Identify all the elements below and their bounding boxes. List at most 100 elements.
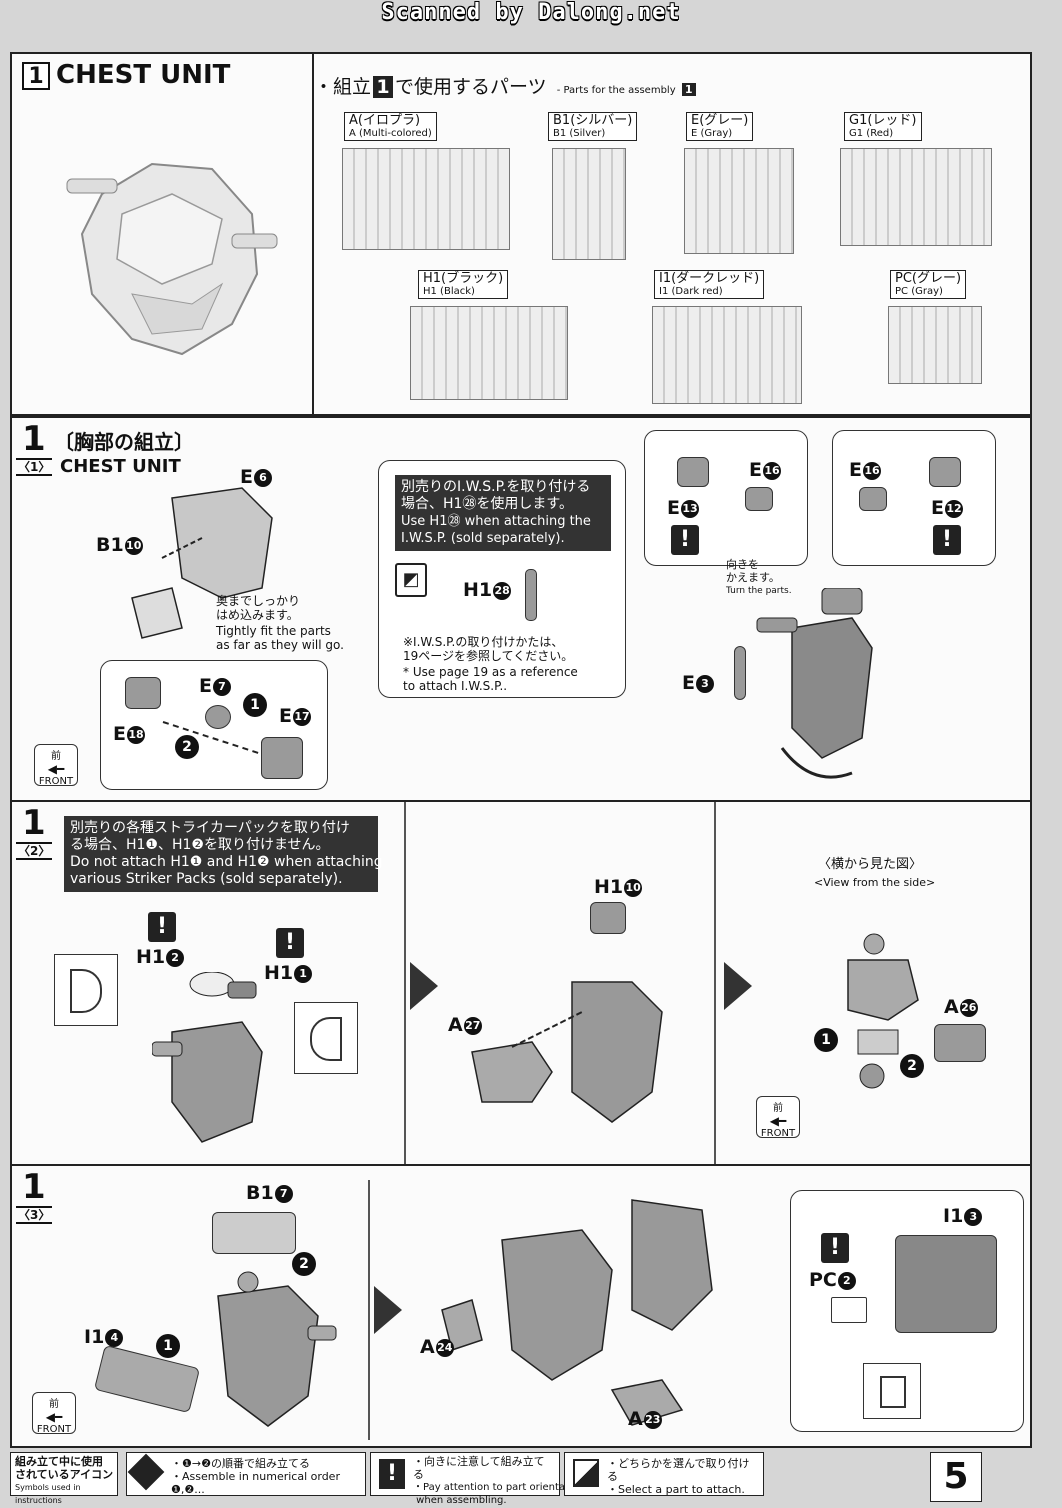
part-pc2-image	[831, 1297, 867, 1323]
part-h1-10-image	[590, 902, 626, 934]
substep-number: 〈2〉	[16, 842, 53, 860]
runner-label-e: E(グレー)E (Gray)	[686, 112, 754, 141]
turn-note-jp: 向きを かえます。	[726, 558, 780, 584]
order-1-icon: 1	[156, 1334, 180, 1358]
iwsp-notice-jp: 別売りのI.W.S.P.を取り付ける 場合、H1㉘を使用します。	[401, 479, 591, 512]
fit-note-en: Tightly fit the parts as far as they wil…	[216, 624, 344, 652]
iwsp-notice-en: Use H1㉘ when attaching the I.W.S.P. (sol…	[401, 514, 591, 546]
legend-item-select-jp: ・どちらかを選んで取り付ける	[607, 1457, 750, 1483]
runner-label-g1: G1(レッド)G1 (Red)	[844, 112, 922, 141]
legend-item-order-en: ・Assemble in numerical order ❶,❷...	[171, 1470, 340, 1496]
front-arrow-icon: ◀━	[47, 762, 65, 776]
order-diamond-icon	[127, 1453, 165, 1491]
orientation-warning-icon: !	[148, 912, 176, 942]
column-divider	[368, 1180, 370, 1440]
detail-h1-1-shape	[294, 1002, 358, 1074]
part-i1-4-image	[93, 1344, 201, 1414]
section-step-number: 1	[22, 62, 50, 90]
legend-title: 組み立て中に使用 されているアイコン Symbols used in instr…	[10, 1452, 118, 1505]
runner-g1-image	[840, 148, 992, 246]
striker-notice-en: Do not attach H1❶ and H1❷ when attaching…	[70, 854, 383, 887]
part-e16-b-image	[859, 487, 887, 511]
legend-title-en: Symbols used in instructions	[15, 1483, 81, 1505]
legend-item-orientation-jp: ・向きに注意して組み立てる	[413, 1455, 545, 1481]
side-view-jp: 〈横から見た図〉	[818, 857, 923, 872]
chest-h1-drawing	[152, 972, 263, 1143]
front-arrow-icon: ◀━	[769, 1114, 787, 1128]
part-e17-image	[261, 737, 303, 779]
runner-label-b1: B1(シルバー)B1 (Silver)	[548, 112, 638, 141]
iwsp-ref-en: * Use page 19 as a reference to attach I…	[403, 665, 578, 693]
chest-side-view-drawing	[847, 933, 919, 1089]
runner-h1-image	[410, 306, 568, 400]
next-step-arrow	[410, 962, 438, 1010]
next-step-arrow-2	[724, 962, 752, 1010]
order-2-icon: 2	[900, 1054, 924, 1078]
orientation-warning-icon-2: !	[276, 928, 304, 958]
iwsp-notice: 別売りのI.W.S.P.を取り付ける 場合、H1㉘を使用します。 Use H1㉘…	[395, 475, 611, 551]
runner-a-image	[342, 148, 510, 250]
runner-label-h1: H1(ブラック)H1 (Black)	[418, 270, 509, 299]
front-en: FRONT	[38, 776, 74, 787]
legend-item-order-jp: ・❶→❷の順番で組み立てる	[171, 1457, 310, 1470]
parts-heading-en-step: 1	[681, 83, 696, 96]
iwsp-ref-jp: ※I.W.S.P.の取り付けかたは、 19ページを参照してください。	[403, 635, 574, 663]
part-e18-image	[125, 677, 161, 709]
runner-e-image	[684, 148, 794, 254]
step-number: 1	[22, 803, 46, 843]
side-view-en: <View from the side>	[814, 876, 936, 889]
warning-icon: !	[379, 1459, 405, 1489]
symbols-legend: 組み立て中に使用 されているアイコン Symbols used in instr…	[10, 1452, 1052, 1506]
legend-item-orientation: ! ・向きに注意して組み立てる ・Pay attention to part o…	[370, 1452, 584, 1506]
iwsp-bubble: 別売りのI.W.S.P.を取り付ける 場合、H1㉘を使用します。 Use H1㉘…	[378, 460, 626, 698]
part-b1-7-image	[212, 1212, 296, 1254]
orientation-warning-icon: !	[671, 525, 699, 555]
step-title-jp: 〔胸部の組立〕	[54, 430, 194, 454]
legend-item-select: ・どちらかを選んで取り付ける ・Select a part to attach.	[564, 1452, 764, 1496]
step-1-2-panel: 1 〈2〉 別売りの各種ストライカーパックを取り付け る場合、H1❶、H1❷を取…	[10, 800, 1032, 1166]
front-arrow-icon: ◀━	[45, 1410, 63, 1424]
step-number: 1	[22, 419, 46, 459]
parts-heading-prefix: ・組立	[314, 76, 372, 98]
part-e16-image	[745, 487, 773, 511]
legend-item-select-en: ・Select a part to attach.	[607, 1483, 745, 1496]
front-jp: 前	[51, 751, 61, 762]
substep-number: 〈3〉	[16, 1206, 53, 1224]
orientation-warning-icon: !	[821, 1233, 849, 1263]
page-number: 5	[930, 1452, 982, 1502]
part-e7-image	[205, 705, 231, 729]
legend-item-order: ・❶→❷の順番で組み立てる ・Assemble in numerical ord…	[126, 1452, 366, 1496]
runner-label-i1: I1(ダークレッド)I1 (Dark red)	[654, 270, 765, 299]
front-indicator: 前◀━FRONT	[756, 1096, 800, 1139]
header-divider	[312, 54, 314, 414]
chest-unit-preview-image	[66, 162, 278, 356]
part-e3-image	[734, 646, 746, 700]
turn-note-en: Turn the parts.	[726, 586, 792, 596]
chest-b1-i1-drawing	[217, 1271, 337, 1427]
step-number: 1	[22, 1167, 46, 1207]
select-part-icon	[573, 1459, 599, 1487]
section-title: CHEST UNIT	[56, 60, 231, 90]
front-en: FRONT	[760, 1128, 796, 1139]
part-i1-3-image	[895, 1235, 997, 1333]
front-jp: 前	[49, 1399, 59, 1410]
